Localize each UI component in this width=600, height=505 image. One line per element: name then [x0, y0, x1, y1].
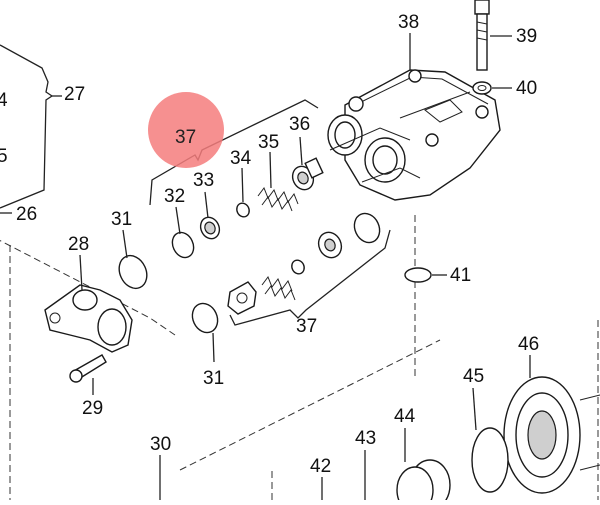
callout-39: 39 [516, 26, 537, 47]
callout-27: 27 [64, 84, 85, 105]
pump-head-housing [327, 69, 501, 201]
washer-40 [472, 81, 492, 95]
callout-37-highlight: 37 [175, 127, 196, 148]
callout-42: 42 [310, 456, 331, 477]
callout-28: 28 [68, 234, 89, 255]
oring-41 [404, 267, 432, 283]
callout-38: 38 [398, 12, 419, 33]
bracket-37-lower [229, 229, 391, 326]
bearing-46 [503, 376, 600, 494]
callout-46: 46 [518, 334, 539, 355]
callout-40: 40 [516, 78, 537, 99]
callout-5: 5 [0, 146, 8, 167]
callout-45: 45 [463, 366, 484, 387]
callout-31-bottom: 31 [203, 368, 224, 389]
parts-42-44 [321, 450, 451, 505]
callout-30: 30 [150, 434, 171, 455]
highlight-marker [148, 92, 224, 168]
callout-29: 29 [82, 398, 103, 419]
leader-lines [79, 33, 531, 500]
unloader-body-28 [44, 284, 133, 353]
callout-4: 4 [0, 90, 8, 111]
callout-36: 36 [289, 114, 310, 135]
callout-34: 34 [230, 148, 252, 169]
callout-labels: 4 5 26 27 28 29 30 31 31 32 33 34 35 36 … [0, 12, 539, 477]
callout-33: 33 [193, 170, 214, 191]
callout-32: 32 [164, 186, 185, 207]
assembly-guide-lines [0, 215, 599, 500]
callout-26: 26 [16, 204, 37, 225]
callout-31-top: 31 [111, 209, 132, 230]
lower-valve-stack [191, 212, 381, 334]
callout-35: 35 [258, 132, 279, 153]
bracket-27 [0, 44, 62, 209]
upper-valve-stack [118, 157, 324, 290]
callout-37-lower: 37 [296, 316, 317, 337]
bolt-39 [474, 0, 490, 71]
callout-41: 41 [450, 265, 471, 286]
circlip-45 [471, 427, 509, 493]
screw-29 [69, 354, 107, 383]
callout-44: 44 [394, 406, 416, 427]
callout-43: 43 [355, 428, 376, 449]
